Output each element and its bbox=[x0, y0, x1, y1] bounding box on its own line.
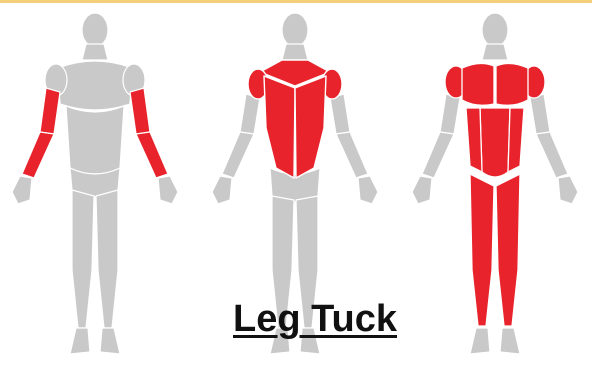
neck-shape bbox=[82, 44, 108, 60]
right-hand bbox=[358, 176, 378, 204]
right-forearm bbox=[336, 132, 368, 178]
top-accent-line bbox=[0, 0, 592, 3]
right-oblique-highlight bbox=[508, 108, 524, 172]
left-hand bbox=[212, 176, 232, 204]
left-pec-highlight bbox=[462, 63, 494, 105]
right-upper-arm bbox=[530, 94, 550, 134]
head-shape bbox=[482, 13, 508, 47]
left-hand bbox=[412, 176, 432, 204]
right-foot bbox=[100, 328, 120, 354]
right-hand bbox=[158, 176, 178, 204]
abs-shape bbox=[66, 106, 124, 174]
left-oblique-highlight bbox=[466, 108, 482, 172]
right-forearm-highlight bbox=[136, 132, 168, 178]
right-quad-highlight bbox=[496, 174, 520, 326]
abdominals-highlight bbox=[480, 108, 510, 177]
left-leg bbox=[72, 190, 94, 328]
exercise-title: Leg Tuck bbox=[212, 292, 418, 346]
right-lat-highlight bbox=[295, 76, 326, 178]
left-quad-highlight bbox=[470, 174, 494, 326]
right-upper-arm bbox=[330, 94, 350, 134]
left-bicep-highlight bbox=[40, 88, 60, 134]
right-leg bbox=[96, 190, 118, 328]
head-shape bbox=[82, 13, 108, 47]
right-hand bbox=[558, 176, 578, 204]
left-forearm bbox=[422, 132, 454, 178]
muscle-figure-front-core bbox=[400, 8, 590, 360]
left-foot bbox=[470, 328, 490, 354]
muscle-figure-front-arms bbox=[0, 8, 190, 360]
neck-shape bbox=[282, 44, 308, 60]
left-hand bbox=[12, 176, 32, 204]
left-forearm-highlight bbox=[22, 132, 54, 178]
right-forearm bbox=[536, 132, 568, 178]
left-foot bbox=[70, 328, 90, 354]
neck-shape bbox=[482, 44, 508, 60]
chest-shape bbox=[58, 61, 132, 110]
left-upper-arm bbox=[440, 94, 460, 134]
left-lat-highlight bbox=[264, 76, 295, 178]
right-pec-highlight bbox=[496, 63, 528, 105]
head-shape bbox=[282, 13, 308, 47]
left-upper-arm bbox=[240, 94, 260, 134]
right-bicep-highlight bbox=[130, 88, 150, 134]
left-forearm bbox=[222, 132, 254, 178]
right-foot bbox=[500, 328, 520, 354]
